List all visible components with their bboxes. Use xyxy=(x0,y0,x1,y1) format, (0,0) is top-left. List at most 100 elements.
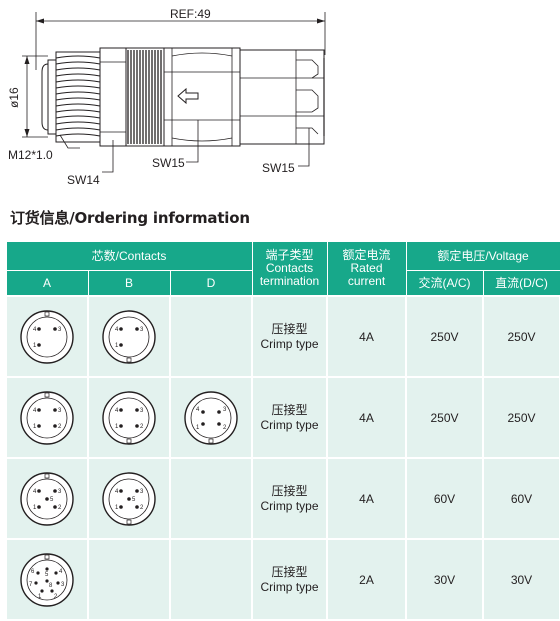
termination-cell: 压接型 Crimp type xyxy=(251,457,328,540)
pin-label: 3 xyxy=(58,489,62,495)
thread-label: M12*1.0 xyxy=(8,148,53,162)
termination-cn: 压接型 xyxy=(271,402,308,417)
termination-cell: 压接型 Crimp type xyxy=(251,538,328,621)
pin-layout-d-4pin: 4 3 1 2 xyxy=(169,376,253,459)
pin-layout-b-5pin: 4 3 5 1 2 xyxy=(87,457,171,540)
pin-label: 1 xyxy=(196,425,200,431)
termination-cn: 压接型 xyxy=(271,564,308,579)
pin-label: 4 xyxy=(59,569,63,575)
ref-dimension-label: REF:49 xyxy=(170,7,211,21)
pin-layout-a-5pin: 4 3 5 1 2 xyxy=(5,457,89,540)
pin-layout-b-4pin: 4 3 1 xyxy=(87,295,171,378)
table-row: 5 4 3 2 1 7 6 8 压接型 Crimp type 2A 30V 30… xyxy=(5,538,560,621)
header-contacts: 芯数/Contacts xyxy=(5,241,253,271)
current-cell: 4A xyxy=(326,295,407,378)
pin-label: 2 xyxy=(58,505,62,511)
pin-label: 2 xyxy=(140,424,144,430)
pin-label: 5 xyxy=(45,572,49,578)
termination-cell: 压接型 Crimp type xyxy=(251,295,328,378)
pin-label: 1 xyxy=(33,505,37,511)
header-current-en2: current xyxy=(347,274,386,288)
header-current-cn: 额定电流 xyxy=(342,248,391,262)
termination-en: Crimp type xyxy=(260,498,319,513)
left-arrow-icon xyxy=(177,87,199,105)
dc-voltage-cell: 60V xyxy=(482,457,560,540)
current-cell: 4A xyxy=(326,457,407,540)
header-col-a: A xyxy=(5,270,89,297)
pin-label: 2 xyxy=(54,594,58,600)
header-col-b: B xyxy=(87,270,171,297)
ac-voltage-cell: 60V xyxy=(405,457,484,540)
pin-label: 3 xyxy=(58,327,62,333)
dc-voltage-cell: 250V xyxy=(482,295,560,378)
connector-drawing: REF:49 ø16 xyxy=(7,7,326,187)
dc-voltage-cell: 250V xyxy=(482,376,560,459)
pin-label: 4 xyxy=(33,408,37,414)
table-row: 4 3 5 1 2 4 3 5 1 xyxy=(5,457,560,540)
pin-layout-d-empty xyxy=(169,457,253,540)
pin-label: 7 xyxy=(29,582,33,588)
header-termination-en2: termination xyxy=(259,274,320,288)
pin-label: 3 xyxy=(140,489,144,495)
termination-cell: 压接型 Crimp type xyxy=(251,376,328,459)
pin-label: 3 xyxy=(223,407,227,413)
pin-label: 6 xyxy=(31,569,35,575)
pin-label: 2 xyxy=(140,505,144,511)
pin-layout-d-empty xyxy=(169,538,253,621)
header-termination-en1: Contacts xyxy=(265,261,314,275)
ac-voltage-cell: 250V xyxy=(405,295,484,378)
termination-cn: 压接型 xyxy=(271,321,308,336)
ordering-table: 芯数/Contacts 端子类型 Contacts termination 额定… xyxy=(5,241,560,621)
pin-label: 3 xyxy=(58,408,62,414)
header-voltage: 额定电压/Voltage xyxy=(405,241,560,271)
termination-cn: 压接型 xyxy=(271,483,308,498)
pin-label: 4 xyxy=(115,327,119,333)
header-termination-cn: 端子类型 xyxy=(265,248,314,262)
pin-label: 1 xyxy=(115,424,119,430)
ac-voltage-cell: 30V xyxy=(405,538,484,621)
pin-label: 4 xyxy=(115,489,119,495)
header-termination: 端子类型 Contacts termination xyxy=(251,241,328,297)
header-col-d: D xyxy=(169,270,253,297)
pin-label: 4 xyxy=(33,489,37,495)
pin-label: 1 xyxy=(38,594,42,600)
table-row: 4 3 1 2 4 3 1 2 xyxy=(5,376,560,459)
pin-label: 8 xyxy=(49,583,53,589)
pin-layout-a-8pin: 5 4 3 2 1 7 6 8 xyxy=(5,538,89,621)
pin-label: 4 xyxy=(196,407,200,413)
pin-label: 5 xyxy=(50,497,54,503)
pin-label: 1 xyxy=(33,424,37,430)
pin-label: 1 xyxy=(115,505,119,511)
header-ac: 交流(A/C) xyxy=(405,270,484,297)
termination-en: Crimp type xyxy=(260,336,319,351)
pin-layout-b-4pin: 4 3 1 2 xyxy=(87,376,171,459)
pin-layout-a-4pin: 4 3 1 2 xyxy=(5,376,89,459)
ac-voltage-cell: 250V xyxy=(405,376,484,459)
header-current: 额定电流 Rated current xyxy=(326,241,407,297)
current-cell: 2A xyxy=(326,538,407,621)
pin-label: 5 xyxy=(132,497,136,503)
sw15-label-middle: SW15 xyxy=(152,156,185,170)
pin-label: 3 xyxy=(140,408,144,414)
pin-label: 3 xyxy=(140,327,144,333)
pin-label: 2 xyxy=(58,424,62,430)
diameter-label: ø16 xyxy=(7,87,21,108)
header-dc: 直流(D/C) xyxy=(482,270,560,297)
pin-label: 4 xyxy=(115,408,119,414)
sw14-label: SW14 xyxy=(67,173,100,187)
pin-label: 1 xyxy=(33,343,37,349)
pin-layout-b-empty xyxy=(87,538,171,621)
termination-en: Crimp type xyxy=(260,579,319,594)
table-row: 4 3 1 4 3 1 压接型 C xyxy=(5,295,560,378)
dc-voltage-cell: 30V xyxy=(482,538,560,621)
pin-label: 1 xyxy=(115,343,119,349)
current-cell: 4A xyxy=(326,376,407,459)
section-title: 订货信息/Ordering information xyxy=(10,209,250,227)
pin-label: 4 xyxy=(33,327,37,333)
termination-en: Crimp type xyxy=(260,417,319,432)
pin-layout-d-empty xyxy=(169,295,253,378)
sw15-label-rear: SW15 xyxy=(262,161,295,175)
pin-label: 2 xyxy=(223,425,227,431)
pin-label: 3 xyxy=(61,582,65,588)
pin-layout-a-4pin: 4 3 1 xyxy=(5,295,89,378)
